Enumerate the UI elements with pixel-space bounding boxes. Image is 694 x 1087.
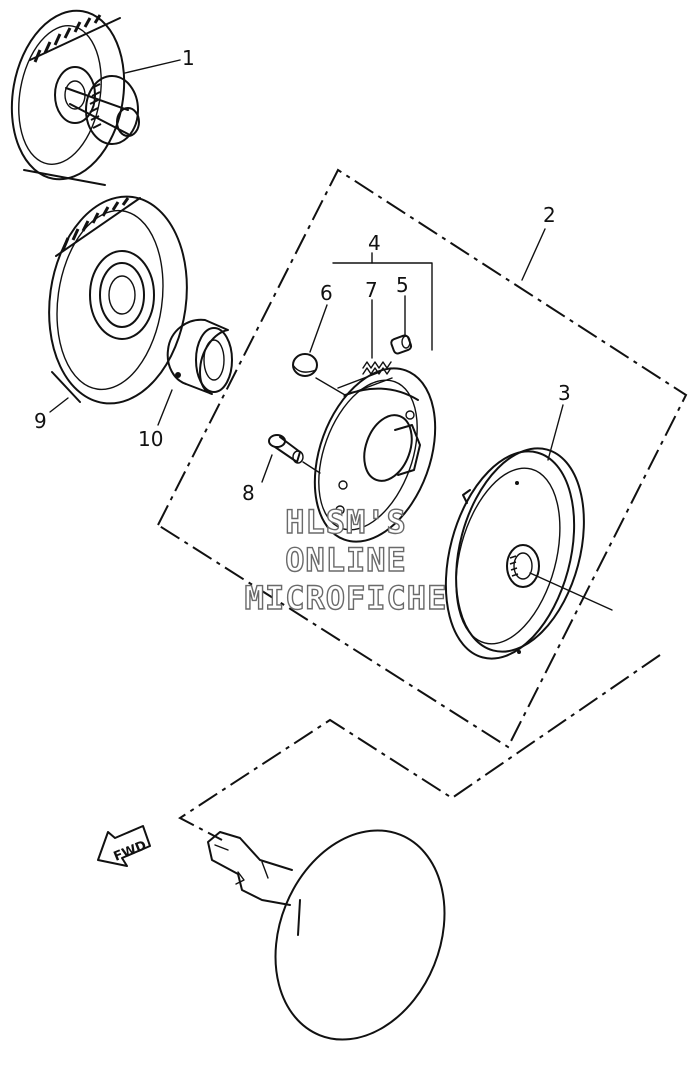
crankshaft-connector — [178, 654, 661, 841]
callout-5: 5 — [396, 273, 409, 297]
callout-8: 8 — [242, 481, 255, 505]
watermark: HLSM'S ONLINE MICROFICHE — [244, 502, 448, 617]
callout-10: 10 — [138, 427, 163, 451]
callout-labels: 1 2 3 4 5 6 7 8 9 10 — [34, 46, 571, 505]
watermark-line-1: HLSM'S — [285, 503, 407, 541]
fwd-label: FWD — [112, 838, 149, 865]
callout-2: 2 — [543, 203, 556, 227]
watermark-line-2: ONLINE — [285, 541, 407, 579]
callout-1: 1 — [182, 46, 195, 70]
part-5-spring-cap — [390, 334, 413, 355]
arrow-icon: FWD — [97, 825, 151, 867]
part-10-collar — [166, 318, 233, 395]
callout-leaders — [49, 59, 564, 483]
callout-4: 4 — [368, 231, 381, 255]
part-4-bracket — [332, 252, 433, 351]
callout-3: 3 — [558, 381, 571, 405]
part-6-roller — [292, 353, 318, 377]
part-1-starter-idler-gear — [10, 9, 140, 186]
crankshaft-rotor — [207, 829, 446, 1041]
callout-6: 6 — [320, 281, 333, 305]
part-8-bolt — [268, 434, 321, 474]
small-parts-leaders — [309, 295, 406, 397]
part-9-starter-wheel-gear — [48, 195, 188, 405]
part-2-assembly-boundary — [156, 168, 688, 749]
callout-7: 7 — [365, 278, 378, 302]
one-way-clutch-body — [313, 367, 437, 543]
watermark-line-3: MICROFICHE — [245, 579, 448, 617]
part-3-starter-clutch-gear — [444, 447, 613, 660]
callout-9: 9 — [34, 409, 47, 433]
